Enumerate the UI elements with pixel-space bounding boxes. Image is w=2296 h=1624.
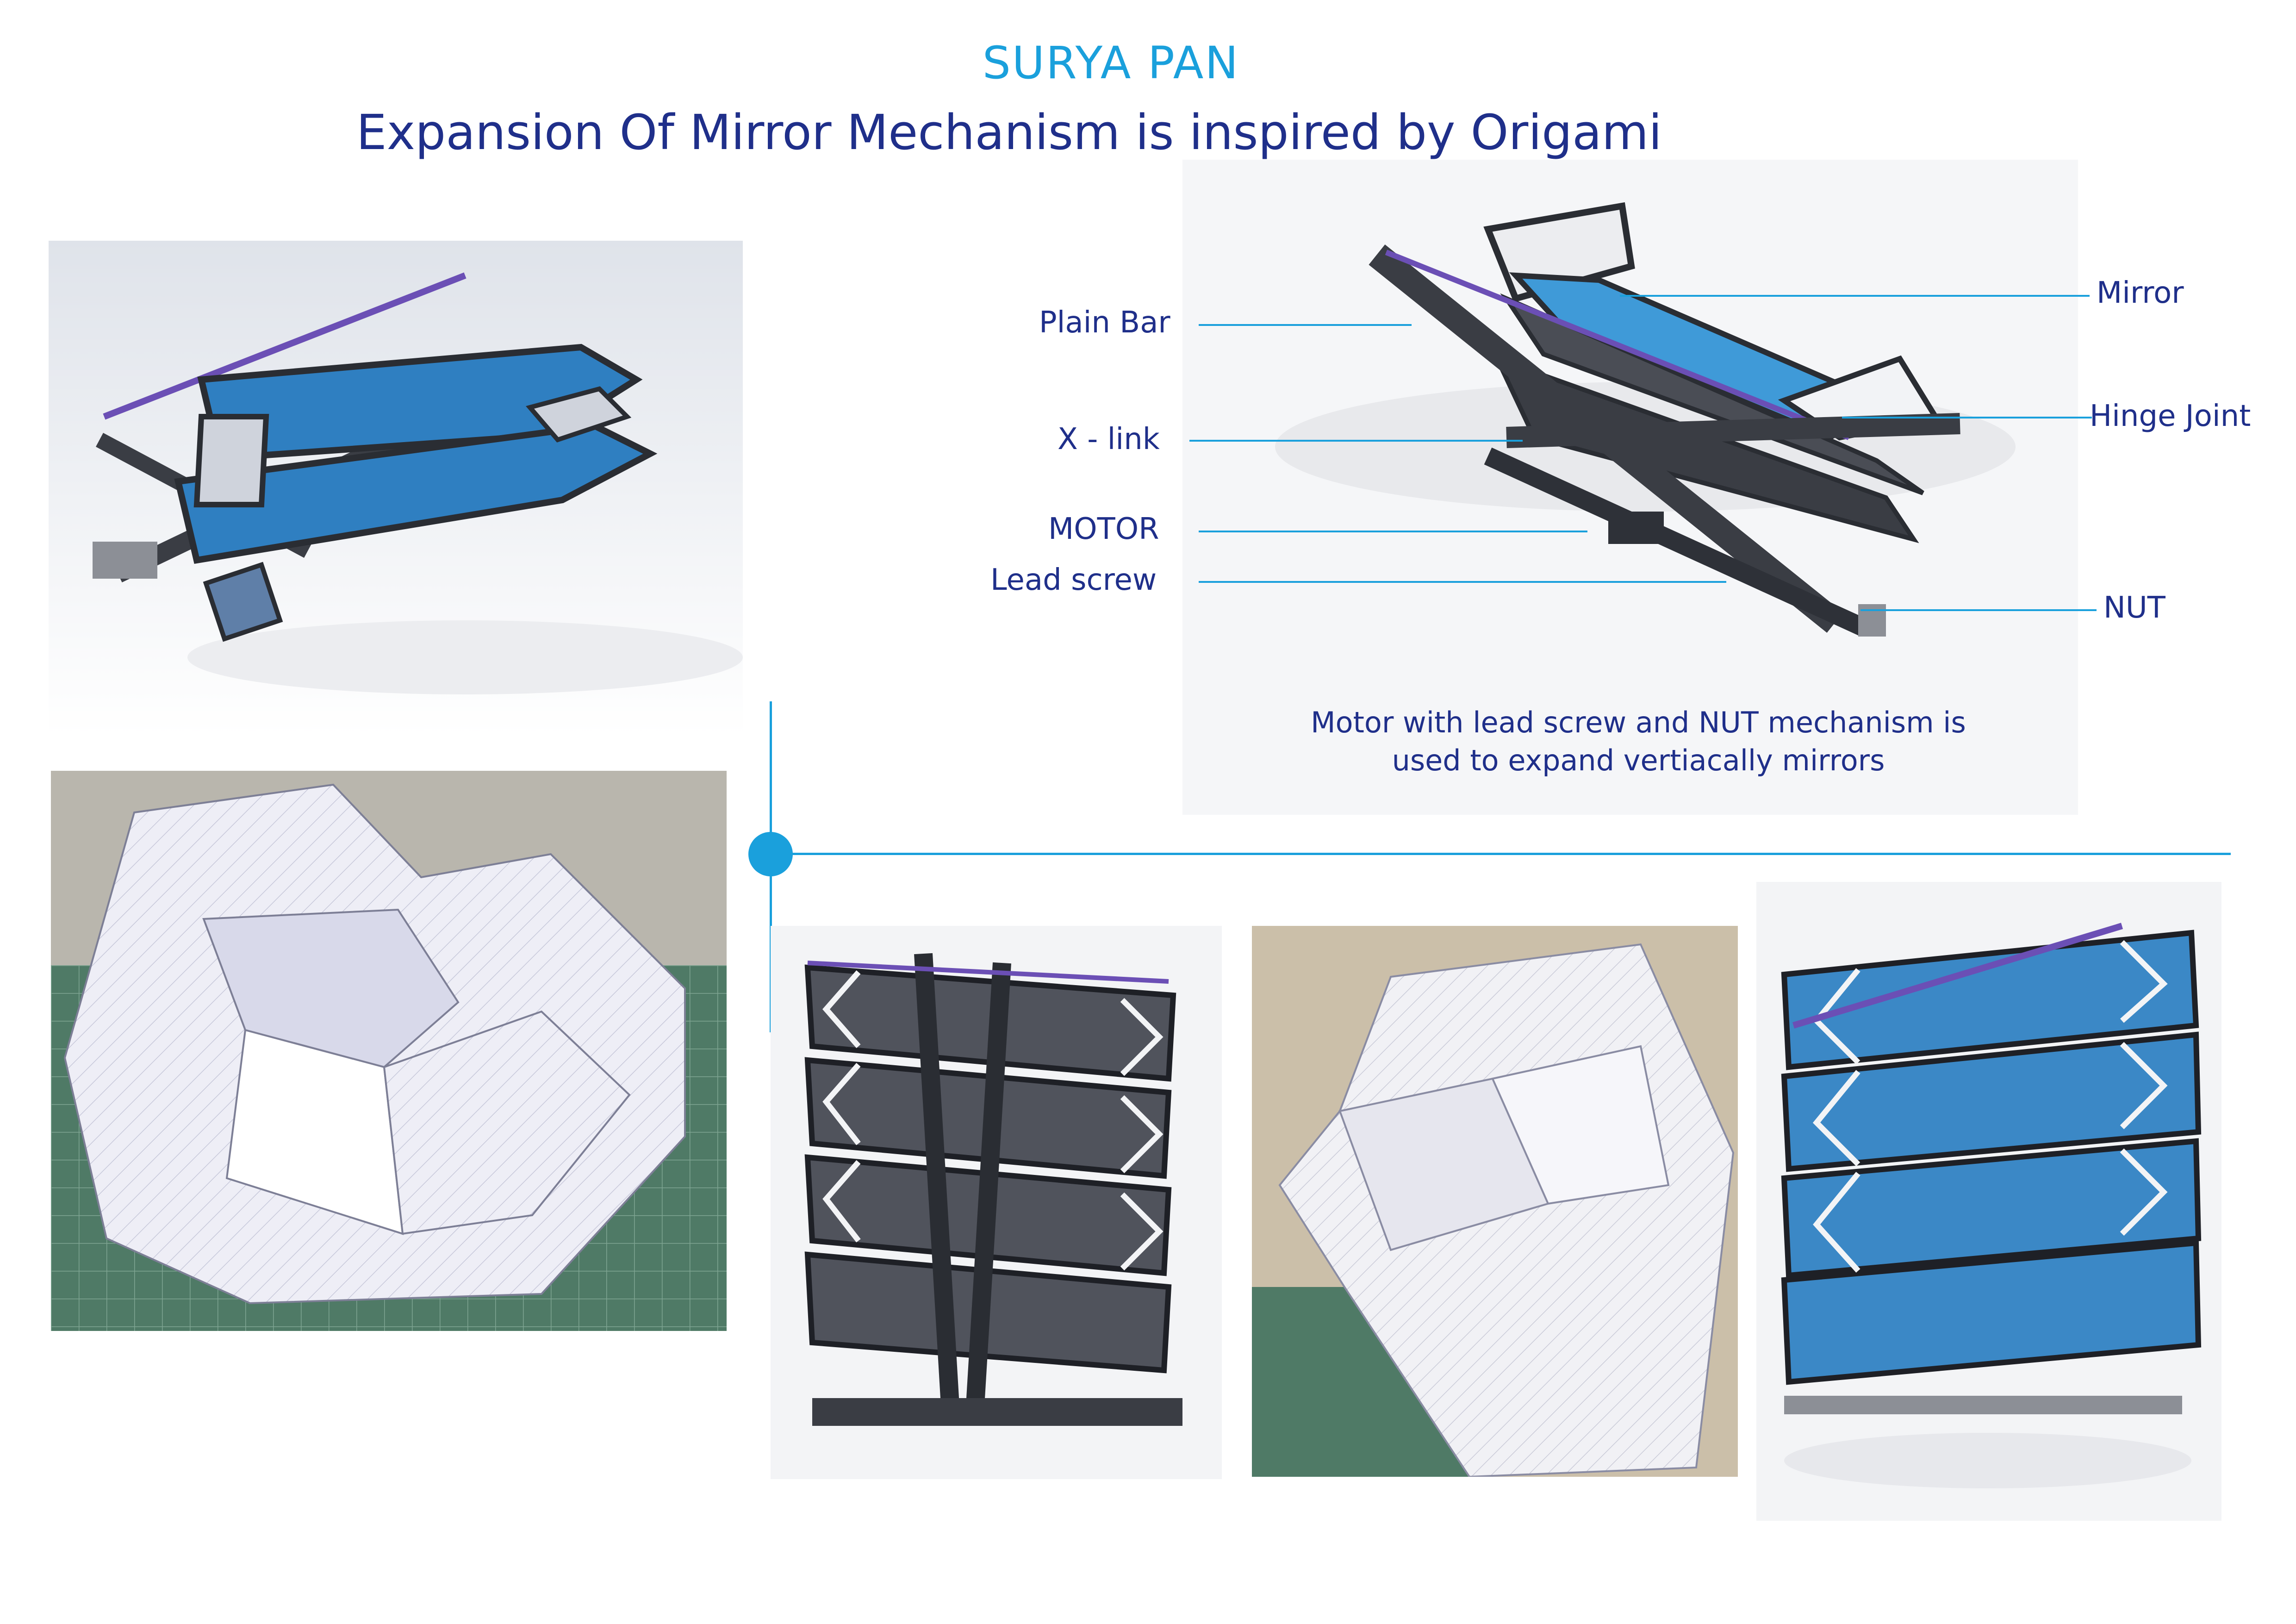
motor-callout-line [1199,531,1587,532]
dark-mirror-array-render [771,926,1222,1479]
horizontal-divider [771,853,2231,855]
expanded-mechanism-render [1182,160,2078,815]
hinge-joint-label: Hinge Joint [2090,399,2251,433]
lead-screw-callout-line [1199,581,1726,583]
caption-line-2: used to expand vertiacally mirrors [1392,743,1885,777]
plain-bar-label: Plain Bar [1039,306,1170,340]
x-link-callout-line [1189,440,1523,442]
page-subtitle: Expansion Of Mirror Mechanism is inspire… [356,104,1662,161]
lead-screw-label: Lead screw [990,563,1157,597]
blue-mirror-array-render [1756,882,2221,1521]
motor-label: MOTOR [1048,512,1159,546]
paper-origami-model-photo [51,771,727,1331]
plain-bar-callout-line [1199,324,1412,326]
page-title: SURYA PAN [982,37,1240,89]
hinge-joint-callout-line [1842,417,2092,418]
caption-line-1: Motor with lead screw and NUT mechanism … [1311,706,1966,739]
nut-callout-line [1860,609,2097,611]
mirror-label: Mirror [2097,276,2184,310]
mirror-callout-line [1620,295,2090,297]
mechanism-caption: Motor with lead screw and NUT mechanism … [1185,704,2092,780]
x-link-label: X - link [1058,422,1160,456]
paper-folded-panel-photo [1252,926,1738,1477]
timeline-node-dot [748,832,793,876]
folded-mechanism-render [49,241,743,736]
nut-label: NUT [2103,591,2165,625]
